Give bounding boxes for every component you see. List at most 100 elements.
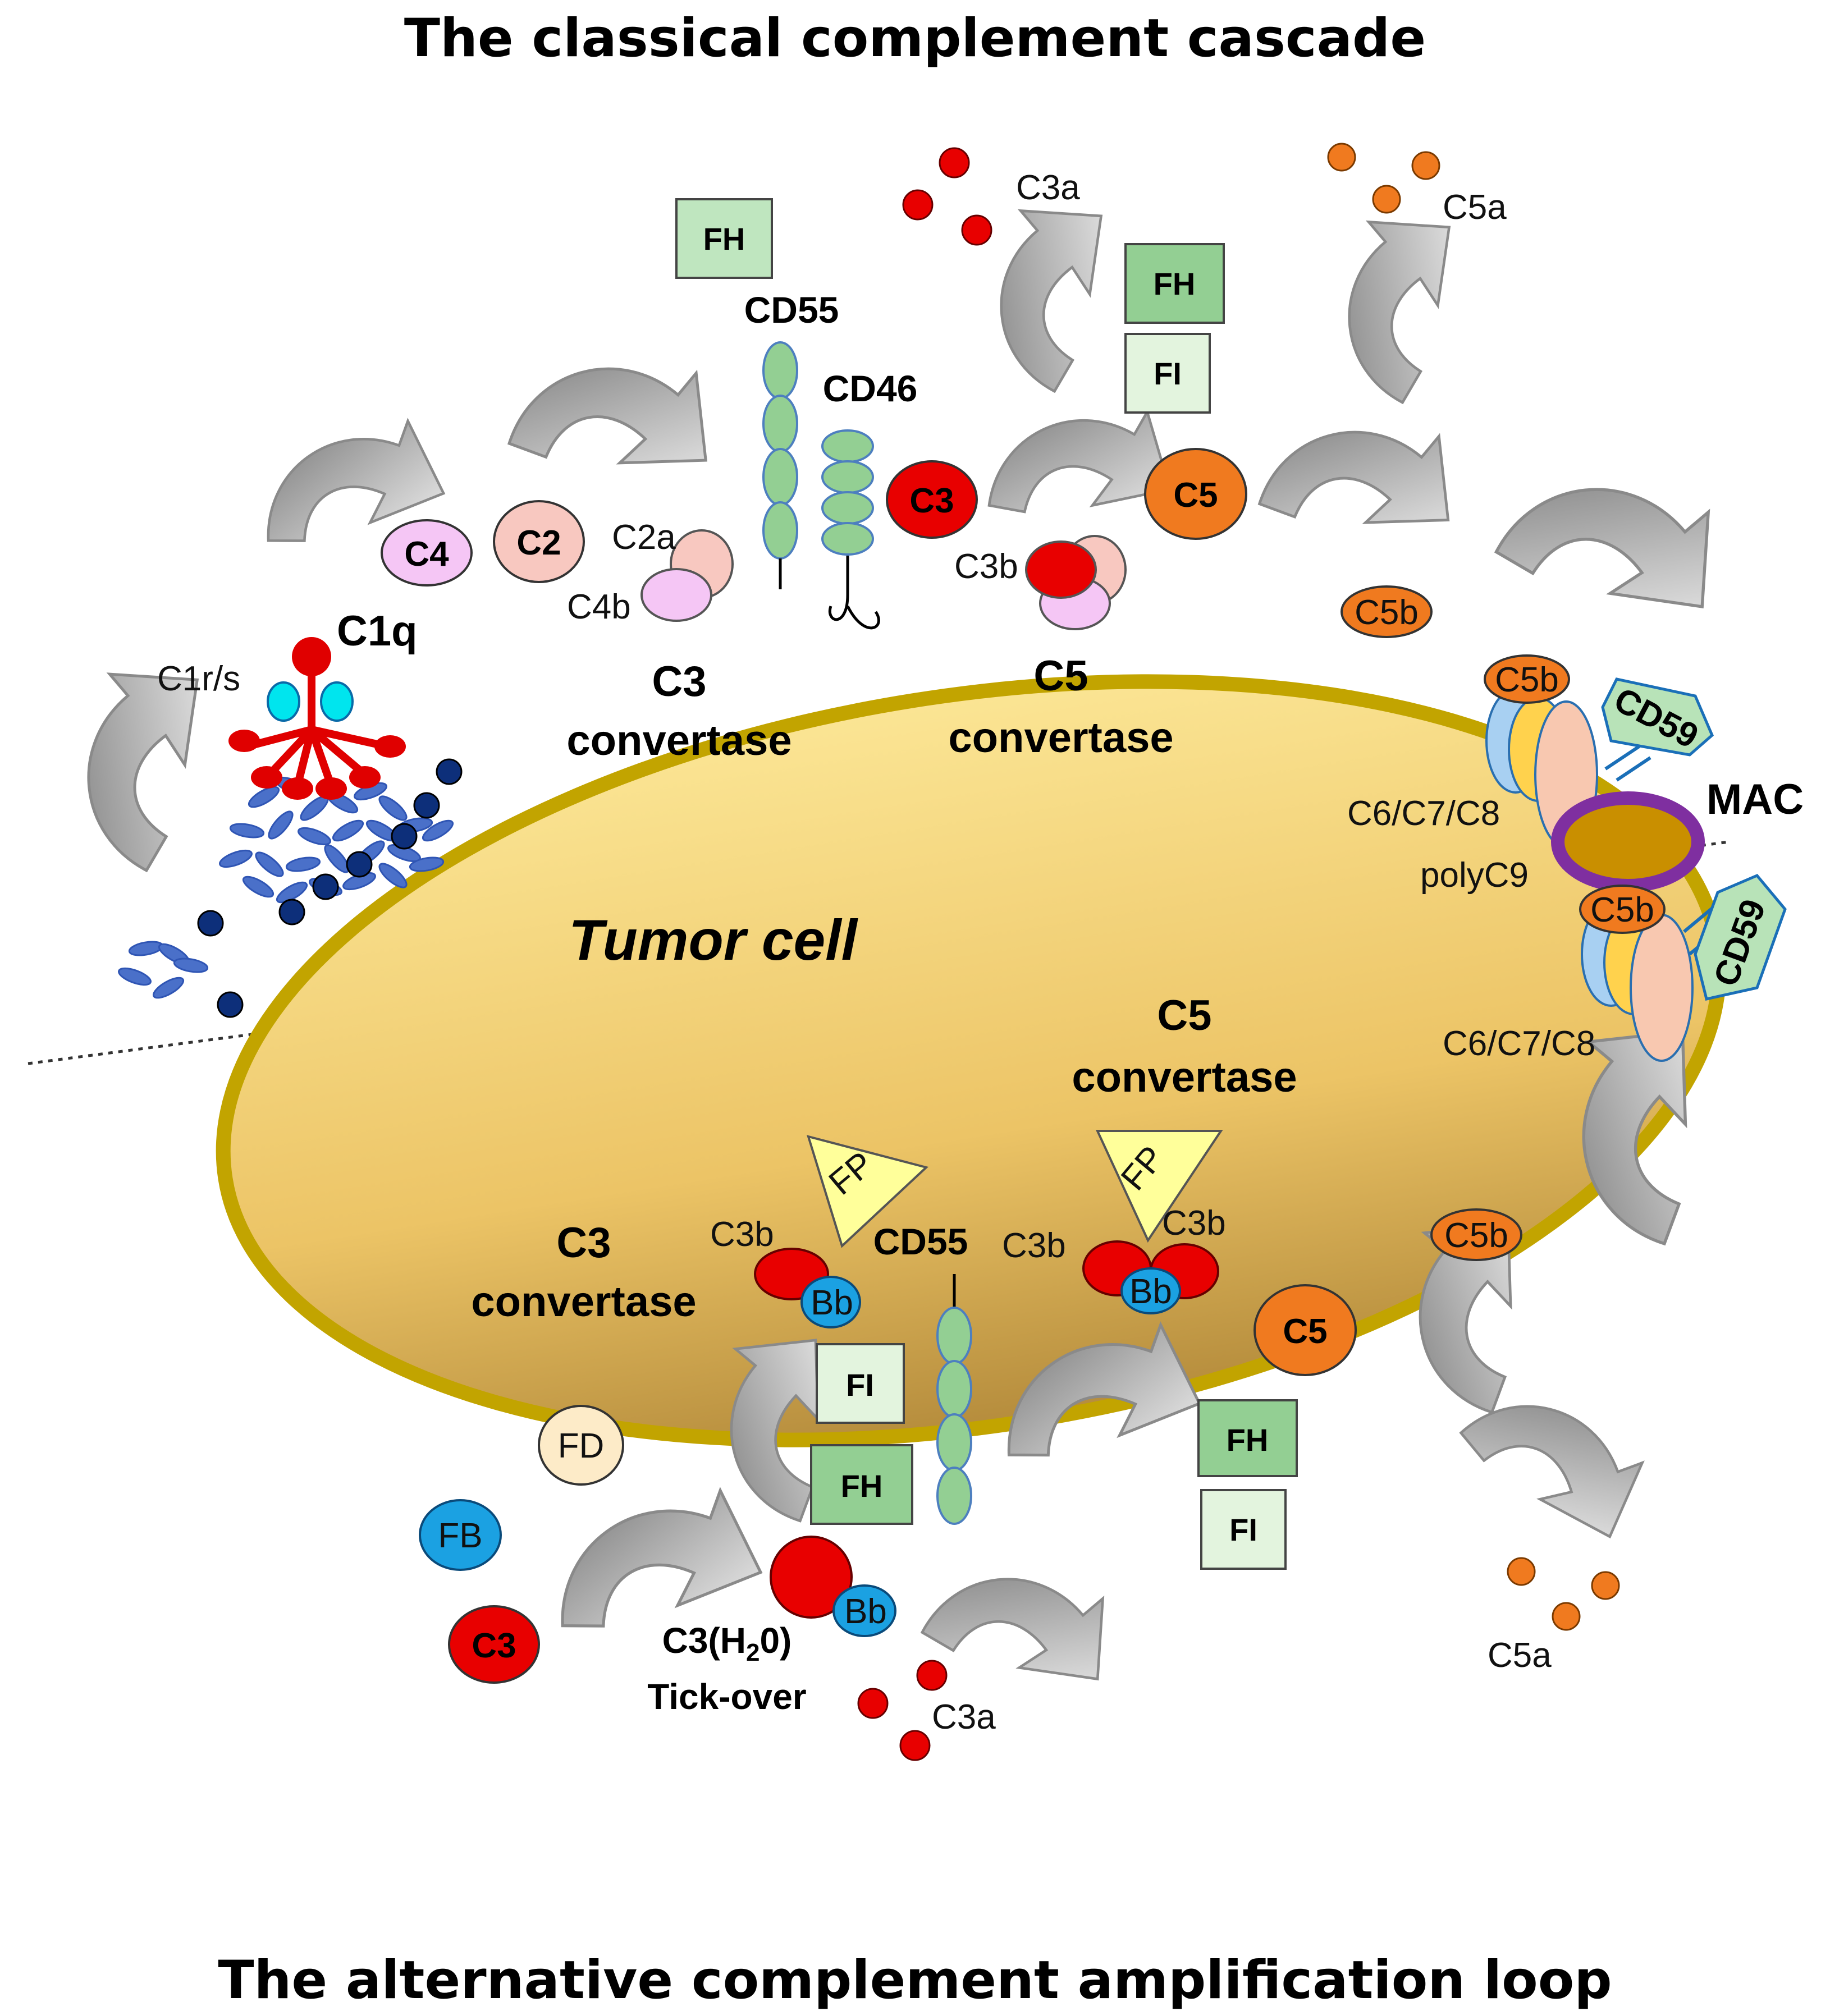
polyc9-label: polyC9 xyxy=(1420,856,1529,895)
svg-text:C5b: C5b xyxy=(1355,593,1419,632)
c1q-complex xyxy=(228,637,406,800)
c4-molecule: C4 xyxy=(381,519,473,587)
svg-text:FH: FH xyxy=(703,221,745,256)
c2-molecule: C2 xyxy=(493,500,585,583)
tickover-label: Tick-over xyxy=(647,1676,806,1717)
c678-label-lower: C6/C7/C8 xyxy=(1443,1024,1595,1063)
fi-box-bottom-left: FI xyxy=(816,1343,905,1424)
svg-text:FI: FI xyxy=(1154,356,1182,391)
c5a-label-bottom: C5a xyxy=(1488,1636,1552,1675)
svg-text:C3: C3 xyxy=(472,1626,516,1665)
svg-text:C5: C5 xyxy=(1173,476,1218,515)
svg-text:C5b: C5b xyxy=(1495,661,1559,699)
svg-text:FH: FH xyxy=(1227,1422,1269,1458)
c5-convertase-label-line1: C5 xyxy=(1033,652,1088,700)
c3b-label-top: C3b xyxy=(954,547,1018,586)
c3a-label-bottom: C3a xyxy=(932,1698,996,1736)
alt-c3-convertase-label-line1: C3 xyxy=(556,1219,611,1267)
svg-text:C5b: C5b xyxy=(1590,891,1654,929)
alt-c3b-label-right: C3b xyxy=(1162,1204,1226,1243)
svg-text:FD: FD xyxy=(558,1427,605,1465)
arrow-fb-c3 xyxy=(544,1486,765,1633)
c3h2o-label: C3(H20) xyxy=(662,1620,792,1666)
fd-molecule: FD xyxy=(538,1405,624,1486)
fi-box-top-center: FI xyxy=(1124,333,1211,414)
c3-molecule-top: C3 xyxy=(886,460,978,539)
alt-c3b-label-mid: C3b xyxy=(1002,1226,1066,1265)
c1q-label: C1q xyxy=(337,607,418,655)
antibody-cluster xyxy=(118,758,463,1018)
mac-label: MAC xyxy=(1707,776,1804,823)
mac-lower-subunits: C5b xyxy=(1579,885,1694,1062)
arrow-to-mac xyxy=(1494,448,1733,631)
cd55-bottom xyxy=(936,1274,972,1525)
alt-c5-convertase-label-line2: convertase xyxy=(1072,1053,1297,1101)
fp-triangle-left: FP xyxy=(807,1135,929,1248)
top-title: The classical complement cascade xyxy=(404,8,1426,69)
fp-triangle-right: FP xyxy=(1095,1130,1223,1243)
c5b-molecule-bottom: C5b xyxy=(1430,1208,1522,1261)
c5a-fragments-top xyxy=(1327,143,1440,214)
fh-box-top-center: FH xyxy=(1124,243,1225,324)
svg-text:Bb: Bb xyxy=(844,1592,887,1631)
svg-text:Bb: Bb xyxy=(811,1284,853,1322)
svg-text:C5b: C5b xyxy=(1444,1216,1508,1255)
arrow-c5a-release xyxy=(1315,201,1471,405)
c3-convertase-label-line2: convertase xyxy=(566,717,792,764)
cd55-label-bottom: CD55 xyxy=(873,1221,968,1262)
svg-text:FI: FI xyxy=(846,1367,874,1403)
cd46-label: CD46 xyxy=(823,368,918,409)
c5a-label-top: C5a xyxy=(1443,188,1507,227)
cd59-upper: CD59 xyxy=(1601,677,1714,782)
c4b-label: C4b xyxy=(567,588,631,626)
cd59-lower: CD59 xyxy=(1683,873,1787,1001)
tumor-cell-label: Tumor cell xyxy=(569,908,859,972)
alt-c3-convertase: Bb xyxy=(754,1248,861,1328)
c3-molecule-bottom: C3 xyxy=(448,1605,540,1684)
c5b-molecule-top: C5b xyxy=(1341,585,1433,638)
c3a-fragments-top xyxy=(902,147,992,246)
c5-molecule-bottom: C5 xyxy=(1253,1284,1357,1376)
arrow-c3a-release xyxy=(967,190,1123,394)
svg-text:C3: C3 xyxy=(909,482,954,520)
c2a-label: C2a xyxy=(612,518,676,557)
fi-box-bottom-center: FI xyxy=(1200,1489,1287,1570)
arrow-c3-to-c3b xyxy=(989,412,1170,512)
cd55-label-top: CD55 xyxy=(744,289,839,331)
c3-convertase-classical xyxy=(640,529,734,622)
arrow-to-c2a xyxy=(508,343,720,485)
alt-c5-convertase: Bb xyxy=(1082,1240,1219,1314)
fb-molecule: FB xyxy=(419,1499,502,1571)
fh-box-bottom-center: FH xyxy=(1197,1399,1298,1477)
cd55-top xyxy=(762,341,798,589)
c3a-fragments-bottom xyxy=(857,1660,948,1761)
svg-text:FH: FH xyxy=(841,1468,883,1504)
alt-c3-convertase-label-line2: convertase xyxy=(471,1278,696,1326)
svg-text:FB: FB xyxy=(438,1516,482,1555)
bottom-title: The alternative complement amplification… xyxy=(218,1950,1612,2011)
c5-molecule-top: C5 xyxy=(1144,448,1247,540)
c678-label-upper: C6/C7/C8 xyxy=(1347,794,1500,833)
svg-text:Bb: Bb xyxy=(1129,1272,1172,1311)
c3-convertase-label-line1: C3 xyxy=(652,658,706,705)
c5-convertase-label-line2: convertase xyxy=(948,714,1173,762)
arrow-c5-to-c5b xyxy=(1259,407,1462,543)
alt-c3b-label-left: C3b xyxy=(710,1215,774,1254)
svg-text:C4: C4 xyxy=(404,535,449,574)
alt-c5-convertase-label-line1: C5 xyxy=(1157,992,1211,1039)
mac-upper-subunits: C5b xyxy=(1484,654,1598,849)
c5-convertase-classical xyxy=(1025,535,1127,630)
cd46 xyxy=(821,429,880,630)
svg-text:FI: FI xyxy=(1229,1512,1257,1547)
svg-text:C5: C5 xyxy=(1283,1312,1327,1351)
c5a-fragments-bottom xyxy=(1507,1557,1620,1631)
svg-text:C2: C2 xyxy=(516,524,561,562)
fh-box-bottom-left: FH xyxy=(810,1444,913,1525)
svg-text:FH: FH xyxy=(1154,266,1196,301)
c3h2o-complex: Bb xyxy=(770,1536,896,1637)
c3a-label-top: C3a xyxy=(1016,168,1080,207)
c1rs-label: C1r/s xyxy=(157,659,240,698)
mac-pore xyxy=(1551,791,1705,892)
